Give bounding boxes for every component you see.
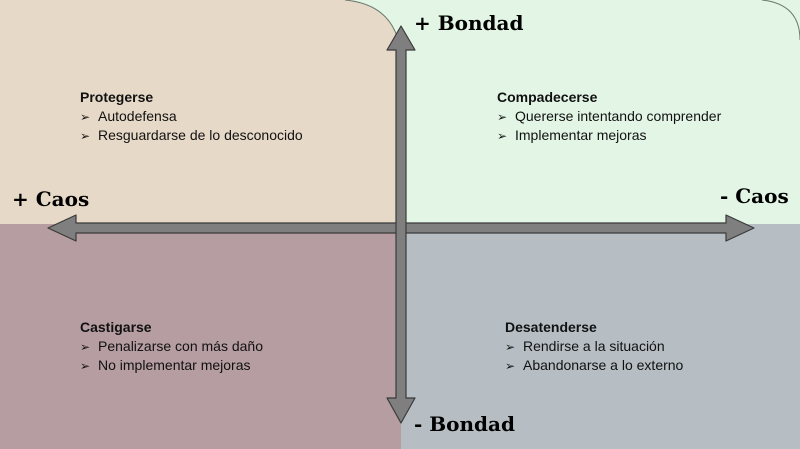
list-item: ➢ Resguardarse de lo desconocido bbox=[80, 126, 303, 145]
quadrant-bottom-left-bg bbox=[0, 224, 401, 449]
arrowhead-bullet-icon: ➢ bbox=[80, 129, 91, 143]
quadrant-list: ➢ Autodefensa ➢ Resguardarse de lo descono… bbox=[80, 107, 303, 145]
quadrant-title: Desatenderse bbox=[505, 319, 597, 335]
arrowhead-bullet-icon: ➢ bbox=[505, 340, 516, 354]
list-item: ➢ Abandonarse a lo externo bbox=[505, 356, 683, 375]
quadrant-list: ➢ Quererse intentando comprender ➢ Impleme… bbox=[497, 107, 721, 145]
list-item-text: Quererse intentando comprender bbox=[515, 108, 722, 124]
quadrant-bottom-right-bg bbox=[401, 224, 800, 449]
list-item: ➢ No implementar mejoras bbox=[80, 356, 263, 375]
vertical-axis-arrow bbox=[386, 25, 416, 424]
list-item-text: Implementar mejoras bbox=[515, 127, 647, 143]
quadrant-title: Castigarse bbox=[80, 319, 152, 335]
quadrant-bottom-right: Desatenderse ➢ Rendirse a la situación ➢ A… bbox=[505, 318, 683, 375]
quadrant-top-right: Compadecerse ➢ Quererse intentando compre… bbox=[497, 88, 721, 145]
quadrant-top-right-bg bbox=[345, 0, 800, 224]
axis-label-left: + Caos bbox=[12, 187, 90, 211]
list-item-text: Resguardarse de lo desconocido bbox=[98, 127, 303, 143]
quadrant-title: Compadecerse bbox=[497, 89, 598, 105]
quadrant-title: Protegerse bbox=[80, 89, 154, 105]
arrowhead-bullet-icon: ➢ bbox=[497, 110, 508, 124]
list-item: ➢ Implementar mejoras bbox=[497, 126, 721, 145]
arrowhead-bullet-icon: ➢ bbox=[80, 110, 91, 124]
list-item-text: Penalizarse con más daño bbox=[98, 338, 263, 354]
list-item-text: Abandonarse a lo externo bbox=[523, 357, 684, 373]
quadrant-list: ➢ Rendirse a la situación ➢ Abandonarse a … bbox=[505, 337, 683, 375]
arrowhead-bullet-icon: ➢ bbox=[80, 359, 91, 373]
arrowhead-bullet-icon: ➢ bbox=[80, 340, 91, 354]
axis-label-bottom: - Bondad bbox=[414, 412, 515, 436]
list-item-text: Autodefensa bbox=[98, 108, 177, 124]
list-item: ➢ Rendirse a la situación bbox=[505, 337, 683, 356]
arrowhead-bullet-icon: ➢ bbox=[497, 129, 508, 143]
quadrant-bottom-left: Castigarse ➢ Penalizarse con más daño ➢ No… bbox=[80, 318, 263, 375]
list-item-text: No implementar mejoras bbox=[98, 357, 251, 373]
list-item: ➢ Autodefensa bbox=[80, 107, 303, 126]
list-item: ➢ Penalizarse con más daño bbox=[80, 337, 263, 356]
axis-label-right: - Caos bbox=[720, 184, 789, 208]
list-item: ➢ Quererse intentando comprender bbox=[497, 107, 721, 126]
list-item-text: Rendirse a la situación bbox=[523, 338, 665, 354]
arrowhead-bullet-icon: ➢ bbox=[505, 359, 516, 373]
axis-label-top: + Bondad bbox=[414, 11, 524, 35]
quadrant-top-left: Protegerse ➢ Autodefensa ➢ Resguardarse de… bbox=[80, 88, 303, 145]
quadrant-list: ➢ Penalizarse con más daño ➢ No implementa… bbox=[80, 337, 263, 375]
quadrant-top-left-bg bbox=[0, 0, 401, 224]
